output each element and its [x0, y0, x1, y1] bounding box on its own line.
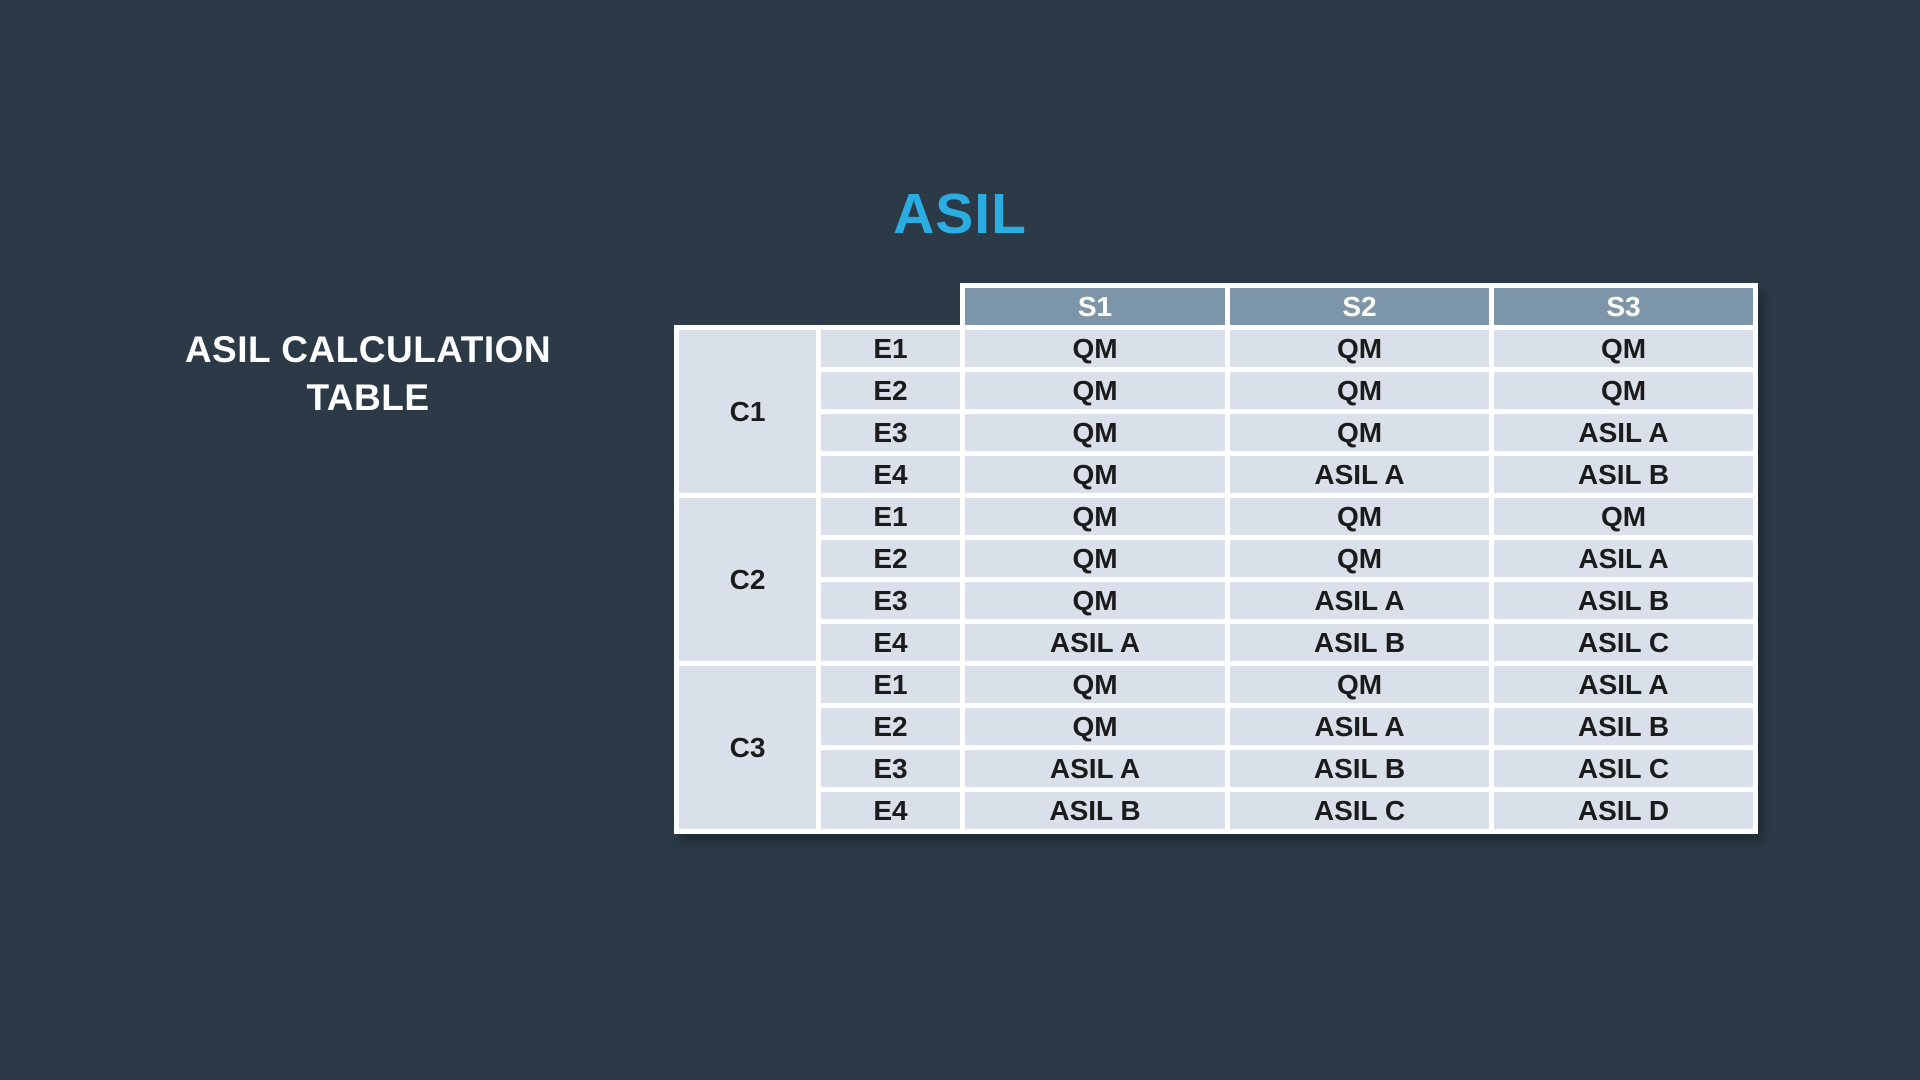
asil-value-cell: ASIL B — [1489, 451, 1758, 498]
col-header-s1: S1 — [960, 283, 1230, 330]
asil-value-cell: ASIL B — [1489, 703, 1758, 750]
controllability-cell: C3 — [674, 661, 821, 834]
asil-value-cell: QM — [960, 703, 1230, 750]
asil-value-cell: ASIL A — [960, 619, 1230, 666]
asil-value-cell: ASIL B — [1225, 619, 1494, 666]
table-caption: ASIL CALCULATION TABLE — [128, 326, 608, 422]
asil-value-cell: ASIL C — [1489, 745, 1758, 792]
asil-value-cell: QM — [960, 367, 1230, 414]
asil-value-cell: ASIL A — [1225, 703, 1494, 750]
asil-value-cell: ASIL C — [1225, 787, 1494, 834]
asil-value-cell: QM — [960, 409, 1230, 456]
asil-value-cell: ASIL A — [1225, 451, 1494, 498]
exposure-cell: E2 — [816, 367, 965, 414]
corner-spacer — [677, 286, 963, 328]
exposure-cell: E1 — [816, 325, 965, 372]
asil-value-cell: QM — [1489, 493, 1758, 540]
asil-value-cell: QM — [1225, 367, 1494, 414]
asil-value-cell: ASIL C — [1489, 619, 1758, 666]
asil-value-cell: QM — [1225, 325, 1494, 372]
asil-value-cell: QM — [1225, 409, 1494, 456]
controllability-cell: C1 — [674, 325, 821, 498]
asil-value-cell: QM — [1225, 535, 1494, 582]
exposure-cell: E1 — [816, 661, 965, 708]
asil-value-cell: QM — [1489, 367, 1758, 414]
exposure-cell: E4 — [816, 787, 965, 834]
asil-value-cell: QM — [960, 451, 1230, 498]
caption-line-2: TABLE — [306, 377, 430, 418]
asil-value-cell: ASIL A — [1225, 577, 1494, 624]
asil-value-cell: ASIL D — [1489, 787, 1758, 834]
exposure-cell: E3 — [816, 745, 965, 792]
exposure-cell: E2 — [816, 535, 965, 582]
exposure-cell: E2 — [816, 703, 965, 750]
asil-value-cell: ASIL A — [1489, 409, 1758, 456]
caption-line-1: ASIL CALCULATION — [184, 329, 552, 370]
header-row: S1 S2 S3 — [677, 283, 1758, 330]
asil-value-cell: QM — [1489, 325, 1758, 372]
asil-value-cell: QM — [1225, 661, 1494, 708]
col-header-s3: S3 — [1489, 283, 1758, 330]
asil-value-cell: QM — [960, 661, 1230, 708]
asil-value-cell: ASIL A — [960, 745, 1230, 792]
asil-value-cell: QM — [1225, 493, 1494, 540]
asil-value-cell: QM — [960, 535, 1230, 582]
asil-value-cell: ASIL A — [1489, 661, 1758, 708]
controllability-cell: C2 — [674, 493, 821, 666]
exposure-cell: E3 — [816, 577, 965, 624]
asil-value-cell: QM — [960, 325, 1230, 372]
col-header-s2: S2 — [1225, 283, 1494, 330]
asil-value-cell: QM — [960, 493, 1230, 540]
asil-value-cell: QM — [960, 577, 1230, 624]
exposure-cell: E4 — [816, 451, 965, 498]
asil-value-cell: ASIL B — [1489, 577, 1758, 624]
asil-value-cell: ASIL A — [1489, 535, 1758, 582]
asil-value-cell: ASIL B — [1225, 745, 1494, 792]
exposure-cell: E1 — [816, 493, 965, 540]
exposure-cell: E4 — [816, 619, 965, 666]
exposure-cell: E3 — [816, 409, 965, 456]
asil-value-cell: ASIL B — [960, 787, 1230, 834]
page-title: ASIL — [893, 182, 1027, 246]
